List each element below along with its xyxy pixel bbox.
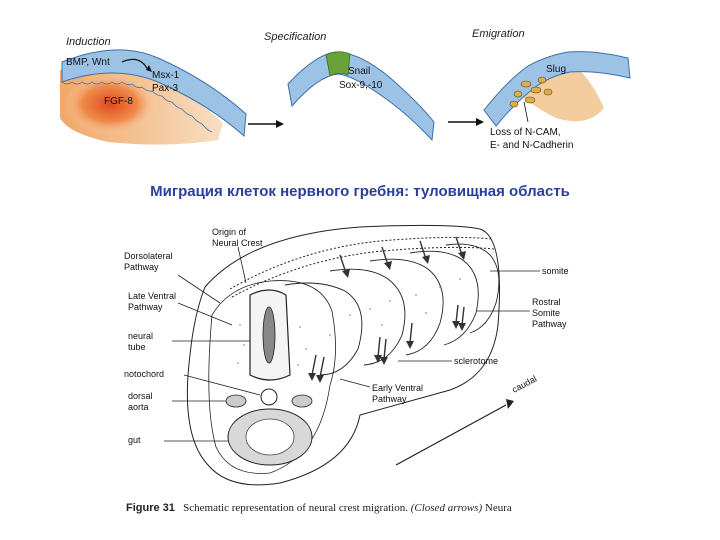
stage-title-specification: Specification bbox=[264, 31, 326, 43]
stage-arrow-1 bbox=[248, 120, 284, 128]
arrowhead bbox=[146, 65, 152, 72]
migrating-cells bbox=[509, 76, 553, 108]
stage-specification: Specification Snail Sox-9,-10 bbox=[264, 31, 435, 142]
label-dorsolateral-2: Pathway bbox=[124, 262, 159, 272]
inner-section bbox=[208, 280, 336, 474]
label-slug: Slug bbox=[546, 64, 566, 75]
diagram-labels: Origin of Neural Crest Dorsolateral Path… bbox=[124, 227, 569, 445]
stage-title-emigration: Emigration bbox=[472, 28, 525, 40]
label-rostral-3: Pathway bbox=[532, 319, 567, 329]
label-late-ventral-2: Pathway bbox=[128, 302, 163, 312]
stage-emigration: Emigration Slug Loss of N-CAM, E- and N-… bbox=[472, 28, 631, 151]
label-neural-tube: neural bbox=[128, 331, 153, 341]
label-msx1: Msx-1 bbox=[152, 70, 180, 81]
label-origin: Origin of bbox=[212, 227, 247, 237]
label-rostral: Rostral bbox=[532, 297, 561, 307]
label-somite: somite bbox=[542, 266, 569, 276]
stippled-mesenchyme bbox=[237, 278, 461, 366]
gut bbox=[227, 408, 313, 466]
dorsal-crest-band bbox=[229, 236, 493, 290]
dorsal-crest-band bbox=[231, 246, 495, 298]
stage-title-induction: Induction bbox=[66, 36, 111, 48]
label-caudal: caudal bbox=[510, 373, 538, 394]
label-origin-2: Neural Crest bbox=[212, 238, 263, 248]
notochord bbox=[260, 388, 278, 406]
ectoderm-scallop bbox=[61, 81, 213, 133]
label-dorsolateral: Dorsolateral bbox=[124, 251, 173, 261]
caption-text: Schematic representation of neural crest… bbox=[183, 502, 408, 514]
dorsal-aorta bbox=[225, 394, 313, 408]
caption-figure-number: Figure 31 bbox=[126, 502, 175, 514]
caudal-arrow bbox=[395, 399, 514, 466]
neural-crest-stages-panel: Induction BMP, Wnt Msx-1 Pax-3 FGF-8 Spe… bbox=[60, 28, 631, 151]
label-neural-tube-2: tube bbox=[128, 342, 146, 352]
label-dorsal-aorta: dorsal bbox=[128, 391, 153, 401]
stage-induction: Induction BMP, Wnt Msx-1 Pax-3 FGF-8 bbox=[60, 36, 247, 145]
stage-arrow-2 bbox=[448, 118, 484, 126]
neural-crest-domain bbox=[325, 51, 351, 77]
label-gut: gut bbox=[128, 435, 141, 445]
embryo-outline bbox=[186, 224, 500, 486]
label-fgf8: FGF-8 bbox=[104, 96, 133, 107]
arrow-bmp bbox=[121, 58, 149, 71]
label-pax3: Pax-3 bbox=[152, 83, 179, 94]
neural-tube bbox=[249, 289, 291, 381]
caption-closed-arrows: (Closed arrows) bbox=[410, 502, 483, 514]
label-dorsal-aorta-2: aorta bbox=[128, 402, 149, 412]
label-sox9-10: Sox-9,-10 bbox=[339, 80, 383, 91]
figure-caption: Figure 31 Schematic representation of ne… bbox=[126, 502, 606, 514]
label-notochord: notochord bbox=[124, 369, 164, 379]
label-bmp-wnt: BMP, Wnt bbox=[66, 57, 110, 68]
fgf8-glow bbox=[64, 74, 156, 134]
label-cadherin: E- and N-Cadherin bbox=[490, 140, 573, 151]
leader-lines bbox=[164, 246, 540, 442]
label-sclerotome: sclerotome bbox=[454, 356, 498, 366]
pointer-line bbox=[523, 101, 529, 123]
ectoderm-sheet bbox=[61, 49, 247, 138]
migration-arrows bbox=[308, 236, 466, 383]
somite-segments bbox=[284, 243, 500, 376]
label-late-ventral: Late Ventral bbox=[128, 291, 176, 301]
page-title: Миграция клеток нервного гребня: туловищ… bbox=[150, 183, 570, 200]
label-rostral-2: Somite bbox=[532, 308, 560, 318]
label-early-ventral-2: Pathway bbox=[372, 394, 407, 404]
caption-tail: Neura bbox=[484, 502, 512, 514]
label-snail: Snail bbox=[348, 66, 370, 77]
trunk-neural-crest-migration-diagram: Origin of Neural Crest Dorsolateral Path… bbox=[124, 224, 569, 486]
label-loss-ncam: Loss of N-CAM, bbox=[490, 127, 561, 138]
label-early-ventral: Early Ventral bbox=[372, 383, 423, 393]
